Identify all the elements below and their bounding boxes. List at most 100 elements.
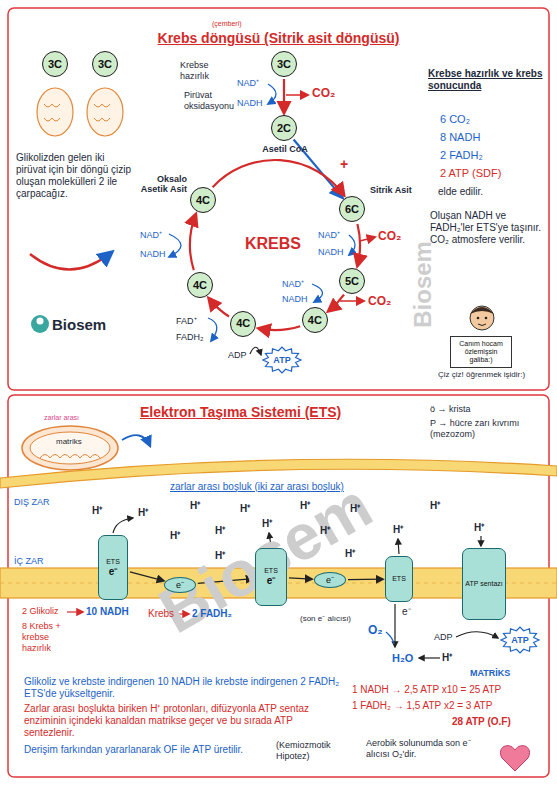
calculation: 1 FADH₂ → 1,5 ATP x2 = 3 ATP (352, 700, 492, 712)
electron-carrier: e⁻ (314, 572, 346, 588)
heading: Elektron Taşıma Sistemi (ETS) (140, 404, 341, 421)
mini-mitochondrion (22, 426, 118, 470)
connector (283, 79, 285, 113)
logo-icon (31, 315, 49, 333)
mitochondrion-sketch (94, 104, 110, 121)
node-heading: Sitrik Asit (370, 185, 412, 195)
cofactor: FADH₂ (176, 332, 204, 343)
membrane-label: İÇ ZAR (14, 556, 44, 567)
region-label: matriks (56, 437, 82, 447)
product: CO₂ (368, 294, 391, 308)
proton: H⁺ (262, 518, 272, 530)
cartoon-face (477, 317, 480, 320)
node-text: 6C (345, 203, 359, 216)
node-text: 4C (308, 314, 322, 327)
note: Zarlar arası boşlukta biriken H⁺ protonl… (24, 703, 344, 739)
panel-frame (8, 8, 549, 777)
connector (213, 160, 344, 195)
branch-arrow (286, 94, 308, 96)
reaction-arrow (419, 657, 440, 658)
result: 8 NADH (440, 131, 480, 144)
proton: H⁺ (170, 530, 180, 542)
membrane-label: DIŞ ZAR (14, 497, 50, 508)
mitochondrion-sketch (44, 104, 60, 121)
connector (328, 295, 344, 312)
cofactor: NAD⁺ (237, 78, 259, 89)
node-text: ETS (264, 567, 278, 575)
mini-mitochondrion (30, 432, 110, 464)
proton-pump-arrow (480, 536, 481, 546)
cofactor: ADP (434, 632, 453, 643)
reaction-arrow (394, 604, 395, 647)
connector (348, 579, 383, 581)
cofactor: NADH (318, 247, 344, 258)
proton: H⁺ (240, 503, 250, 515)
proton: H⁺ (190, 500, 200, 512)
cofactor: FAD⁺ (176, 316, 197, 327)
result: 2 ATP (SDF) (440, 167, 501, 180)
note: Krebse hazırlık (180, 60, 236, 82)
atp-burst: ATP (500, 626, 540, 654)
branch-arrow (360, 237, 375, 241)
node-text: 3C (277, 58, 291, 71)
ets-complex: ETS (385, 556, 413, 602)
cartoon-face (470, 307, 494, 314)
node-text: 2C (277, 122, 291, 135)
node-heading: Asetil CoA (250, 144, 320, 154)
proton: H⁺ (430, 500, 440, 512)
product: 2 FADH₂ (192, 608, 232, 620)
molecule: O₂ (368, 623, 383, 637)
node-text: 4C (193, 279, 207, 292)
reaction-arrow (386, 632, 394, 644)
branch-arrow (349, 235, 355, 255)
node-text: ETS (392, 575, 406, 583)
connector (209, 298, 229, 316)
proton: H⁺ (92, 505, 102, 517)
branch-arrow (208, 318, 217, 341)
note: Çiz çiz! öğrenmek işidir:) (438, 370, 550, 380)
logo-icon (31, 315, 49, 333)
proton-pump-arrow (398, 539, 399, 554)
multiply-arrow (30, 252, 112, 270)
cartoon-face (478, 324, 486, 326)
node-text: e⁻ (267, 575, 276, 587)
multiply-arrow (30, 252, 112, 270)
molecule-circle: 3C (271, 51, 297, 77)
speech-sign: Canım hocam özlemişsin galiba:) (450, 336, 512, 368)
connector (190, 214, 196, 270)
molecule-circle: 3C (92, 51, 118, 77)
node-text: e⁻ (176, 580, 184, 590)
note: Derişim farkından yararlanarak OF ile AT… (24, 744, 269, 756)
node-text: ETS (106, 558, 120, 566)
connector (357, 224, 360, 266)
ets-complex: ETSe⁻ (255, 548, 287, 606)
logo: Biosem (52, 316, 106, 334)
molecule: H₂O (392, 652, 413, 665)
node-text: 5C (345, 275, 359, 288)
electron: e⁻ (402, 606, 411, 618)
proton: H⁺ (215, 550, 225, 562)
cofactor: ADP (228, 350, 247, 361)
node-text: ATP sentazı (465, 580, 502, 588)
molecule-circle: 2CAsetil CoA (271, 115, 297, 141)
result: 6 CO₂ (440, 113, 470, 126)
proton: H⁺ (442, 652, 452, 664)
node-text: 3C (98, 58, 112, 71)
source: Krebs (148, 608, 174, 620)
mitochondrion-sketch (37, 88, 73, 136)
branch-arrow (312, 284, 323, 302)
heading: Krebse hazırlık ve krebs sonucunda (428, 68, 546, 92)
heart-sticker (500, 746, 529, 771)
mini-mitochondrion (40, 455, 100, 459)
source: 2 Glikoliz (22, 606, 59, 617)
branch-arrow (169, 84, 375, 355)
atp-burst-outline (263, 347, 301, 373)
molecule-circle: 4C (230, 311, 256, 337)
branch-arrow (268, 84, 276, 104)
node-text: e⁻ (326, 575, 334, 585)
reaction-arrow (67, 604, 498, 658)
node-text: e⁻ (109, 566, 118, 578)
node-text: 4C (196, 194, 210, 207)
mini-mitochondrion (122, 435, 150, 446)
